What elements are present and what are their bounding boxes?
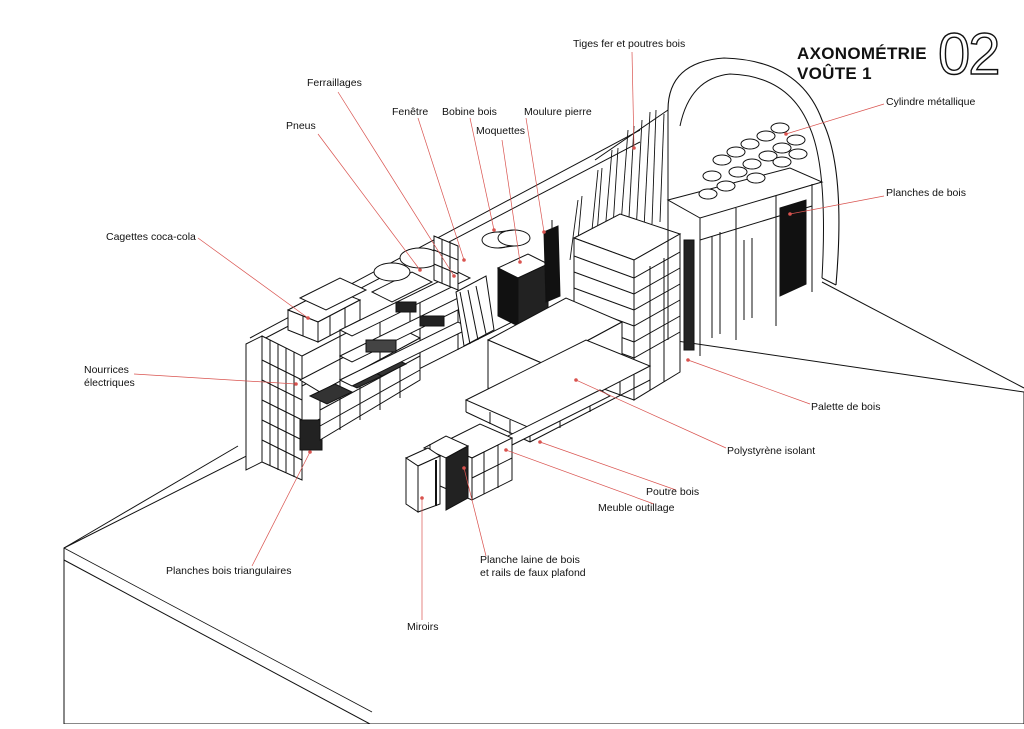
label-planche-laine-2: et rails de faux plafond bbox=[480, 567, 586, 579]
label-poutre: Poutre bois bbox=[646, 486, 700, 498]
metal-shelving bbox=[338, 247, 472, 387]
label-tiges: Tiges fer et poutres bois bbox=[573, 38, 686, 50]
title-line-2: VOÛTE 1 bbox=[797, 64, 872, 83]
label-ferraillages: Ferraillages bbox=[307, 77, 362, 89]
iron-rods bbox=[569, 109, 665, 263]
cagettes-stack bbox=[286, 277, 368, 343]
label-planches-bois: Planches de bois bbox=[886, 187, 966, 199]
label-planches-tri: Planches bois triangulaires bbox=[166, 565, 292, 577]
label-fenetre: Fenêtre bbox=[392, 106, 429, 118]
label-cagettes: Cagettes coca-cola bbox=[106, 231, 196, 243]
stone-moulding bbox=[543, 220, 561, 303]
label-moulure: Moulure pierre bbox=[524, 106, 592, 118]
label-polystyrene: Polystyrène isolant bbox=[727, 445, 816, 457]
floor-slab bbox=[63, 281, 1024, 725]
wood-pallets bbox=[464, 339, 652, 443]
label-cylindre: Cylindre métallique bbox=[886, 96, 976, 108]
label-palette: Palette de bois bbox=[811, 401, 881, 413]
label-nourrices-1: Nourrices bbox=[84, 364, 129, 376]
label-bobine: Bobine bois bbox=[442, 106, 497, 118]
upper-shelf bbox=[666, 167, 824, 356]
label-miroirs: Miroirs bbox=[407, 621, 439, 633]
label-nourrices-2: électriques bbox=[84, 377, 135, 389]
leader-dots bbox=[294, 132, 792, 500]
metal-cylinders bbox=[698, 122, 808, 200]
leaning-panels bbox=[455, 275, 495, 347]
leader-lines bbox=[133, 51, 885, 620]
label-meuble: Meuble outillage bbox=[598, 502, 675, 514]
page-title: AXONOMÉTRIE VOÛTE 1 bbox=[797, 44, 927, 84]
label-pneus: Pneus bbox=[286, 120, 316, 132]
label-planche-laine-1: Planche laine de bois bbox=[480, 554, 580, 566]
black-box bbox=[496, 253, 550, 327]
mirrors bbox=[404, 447, 442, 513]
title-line-1: AXONOMÉTRIE bbox=[797, 44, 927, 63]
cable-reel bbox=[481, 229, 531, 249]
page-number: 02 bbox=[937, 22, 1001, 87]
left-shelving bbox=[245, 299, 422, 481]
label-moquettes: Moquettes bbox=[476, 125, 526, 137]
